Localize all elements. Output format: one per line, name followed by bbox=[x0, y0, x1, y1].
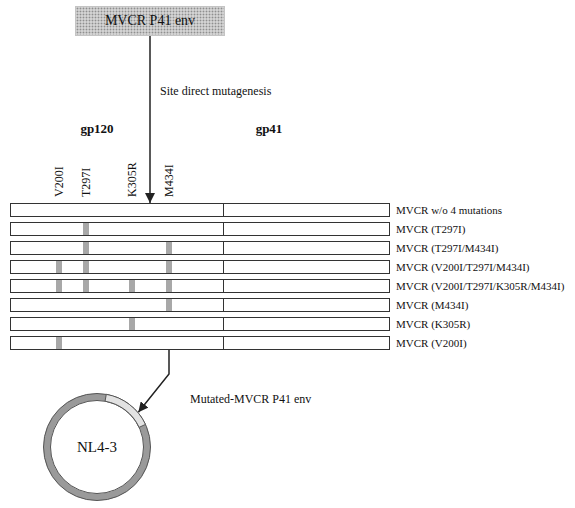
domain-divider bbox=[223, 337, 224, 349]
mutation-label: T297I bbox=[80, 168, 92, 197]
domain-divider bbox=[223, 204, 224, 216]
domain-divider bbox=[223, 299, 224, 311]
mutation-label: K305R bbox=[126, 162, 138, 197]
construct-bar: MVCR (M434I) bbox=[10, 298, 390, 312]
step-label: Site direct mutagenesis bbox=[158, 84, 273, 98]
insert-label: Mutated-MVCR P41 env bbox=[190, 393, 311, 405]
construct-name: MVCR (V200I/T297I/K305R/M434I) bbox=[396, 279, 564, 293]
construct-name: MVCR (T297I/M434I) bbox=[396, 241, 498, 255]
mutation-mark bbox=[129, 318, 135, 330]
construct-name: MVCR (K305R) bbox=[396, 317, 470, 331]
mutation-mark bbox=[166, 299, 172, 311]
region-label: gp120 bbox=[80, 122, 113, 135]
mutation-label: M434I bbox=[163, 164, 175, 197]
plasmid-outer-edge bbox=[44, 394, 151, 501]
source-gene-box: MVCR P41 env bbox=[75, 6, 225, 36]
domain-divider bbox=[223, 242, 224, 254]
construct-bar: MVCR (K305R) bbox=[10, 317, 390, 331]
gene-name: MVCR P41 env bbox=[97, 13, 203, 29]
construct-name: MVCR (M434I) bbox=[396, 298, 468, 312]
mutation-mark bbox=[129, 280, 135, 292]
mutation-mark bbox=[83, 261, 89, 273]
construct-bar: MVCR w/o 4 mutations bbox=[10, 203, 390, 217]
env-insert bbox=[105, 394, 145, 427]
mutation-mark bbox=[83, 223, 89, 235]
mutation-mark bbox=[56, 261, 62, 273]
domain-divider bbox=[223, 223, 224, 235]
mutation-mark bbox=[166, 242, 172, 254]
mutation-mark bbox=[83, 242, 89, 254]
plasmid-name: NL4-3 bbox=[77, 439, 117, 456]
construct-bar: MVCR (T297I/M434I) bbox=[10, 241, 390, 255]
process-arrow bbox=[149, 36, 151, 203]
mutation-mark bbox=[56, 280, 62, 292]
mutation-mark bbox=[166, 261, 172, 273]
construct-name: MVCR w/o 4 mutations bbox=[396, 203, 502, 217]
domain-divider bbox=[223, 261, 224, 273]
mutation-mark bbox=[56, 337, 62, 349]
plasmid-circle: NL4-3 bbox=[42, 392, 152, 502]
construct-bar: MVCR (V200I) bbox=[10, 336, 390, 350]
construct-bar: MVCR (T297I) bbox=[10, 222, 390, 236]
process-arrow bbox=[138, 350, 169, 412]
construct-bar: MVCR (V200I/T297I/K305R/M434I) bbox=[10, 279, 390, 293]
region-label: gp41 bbox=[256, 122, 283, 135]
mutation-label: V200I bbox=[53, 166, 65, 197]
construct-name: MVCR (T297I) bbox=[396, 222, 465, 236]
domain-divider bbox=[223, 280, 224, 292]
mutation-mark bbox=[83, 280, 89, 292]
mutation-mark bbox=[166, 280, 172, 292]
construct-name: MVCR (V200I) bbox=[396, 336, 467, 350]
domain-divider bbox=[223, 318, 224, 330]
construct-bar: MVCR (V200I/T297I/M434I) bbox=[10, 260, 390, 274]
construct-name: MVCR (V200I/T297I/M434I) bbox=[396, 260, 530, 274]
